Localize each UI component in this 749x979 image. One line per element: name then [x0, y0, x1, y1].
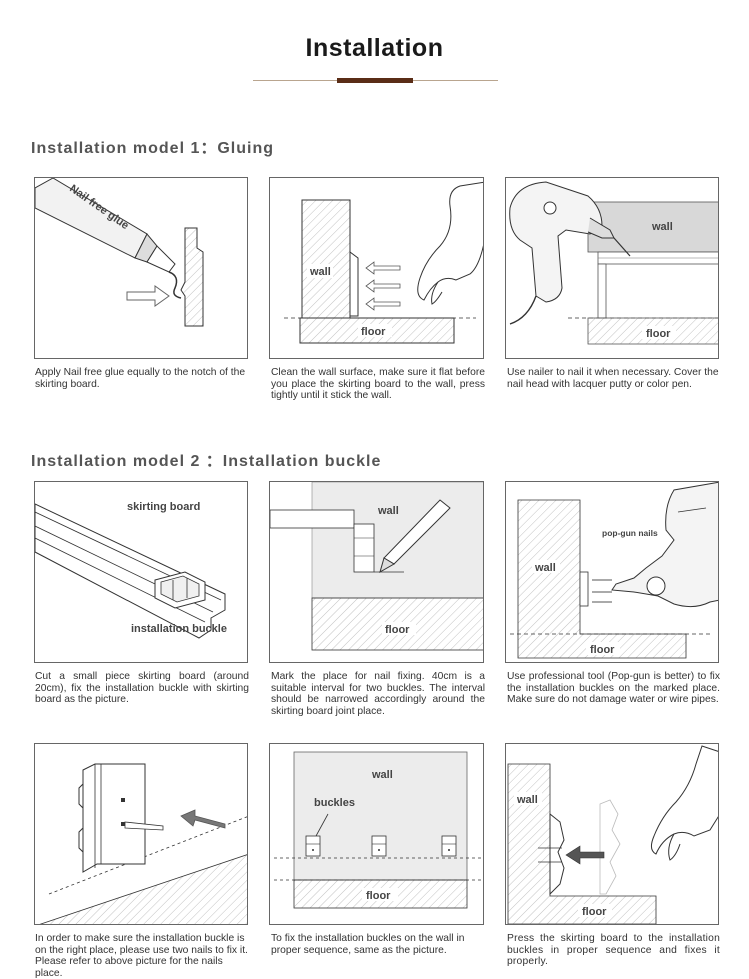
model2-step1-illustration: skirting board installation buckle	[35, 501, 227, 639]
model1-step2-panel: wall floor	[269, 177, 484, 359]
model2-step2-panel: wall floor	[269, 481, 484, 663]
model1-heading: Installation model 1：Gluing	[31, 140, 275, 157]
model1-step2-illustration: wall floor	[284, 181, 483, 344]
model2-step6-illustration: wall floor	[507, 745, 718, 924]
pencil-icon	[379, 499, 451, 574]
model2-step1-caption: Cut a small piece skirting board (around…	[35, 671, 249, 705]
title-accent-bar	[337, 78, 413, 83]
model1-step3-illustration: wall floor	[509, 181, 718, 345]
wall-label: wall	[377, 505, 399, 517]
model2-step2-illustration: wall floor	[270, 482, 483, 651]
model2-step5-panel: wall buckles floor	[269, 743, 484, 925]
model1-step2-caption: Clean the wall surface, make sure it fla…	[271, 367, 485, 401]
arrow-icon	[592, 579, 612, 603]
model1-step1-caption: Apply Nail free glue equally to the notc…	[35, 367, 246, 390]
model2-step3-caption: Use professional tool (Pop-gun is better…	[507, 671, 720, 705]
arrow-icon	[365, 261, 401, 311]
skirting-board-label: skirting board	[127, 501, 200, 513]
buckle-icon	[305, 835, 457, 857]
model1-step1-illustration: Nail free glue	[35, 178, 204, 327]
model1-step3-panel: wall floor	[505, 177, 719, 359]
floor-label: floor	[590, 644, 615, 656]
wall-label: wall	[371, 769, 393, 781]
model2-step4-caption: In order to make sure the installation b…	[35, 933, 248, 979]
glue-tube-icon	[35, 178, 182, 299]
wall-label: wall	[651, 221, 673, 233]
pop-gun-nails-label: pop-gun nails	[602, 528, 658, 538]
wall-label: wall	[534, 562, 556, 574]
model1-step3-caption: Use nailer to nail it when necessary. Co…	[507, 367, 719, 390]
nail-icon	[124, 821, 164, 831]
arrow-icon	[565, 845, 605, 865]
model2-step6-panel: wall floor	[505, 743, 719, 925]
floor-label: floor	[366, 890, 391, 902]
buckle-icon	[78, 763, 146, 873]
arrow-icon	[126, 285, 170, 307]
model2-step3-illustration: wall floor pop-gun nails	[510, 482, 718, 659]
model2-step5-caption: To fix the installation buckles on the w…	[271, 933, 465, 956]
skirting-board-icon	[35, 503, 226, 639]
model2-step4-illustration	[39, 763, 247, 924]
model2-step3-panel: wall floor pop-gun nails	[505, 481, 719, 663]
model2-step5-illustration: wall buckles floor	[274, 751, 481, 909]
nail-gun-icon	[509, 181, 631, 325]
model2-step4-panel	[34, 743, 248, 925]
page-title: Installation	[305, 34, 444, 62]
hand-icon	[417, 181, 483, 305]
buckles-label: buckles	[314, 797, 355, 809]
floor-label: floor	[646, 328, 671, 340]
model2-heading: Installation model 2 ：Installation buckl…	[31, 453, 382, 470]
model2-step2-caption: Mark the place for nail fixing. 40cm is …	[271, 671, 485, 717]
wall-label: wall	[309, 266, 331, 278]
pop-gun-icon	[611, 482, 718, 608]
floor-label: floor	[361, 326, 386, 338]
hand-icon	[650, 745, 718, 861]
arrow-icon	[180, 809, 226, 829]
model2-step6-caption: Press the skirting board to the installa…	[507, 933, 720, 967]
installation-buckle-label: installation buckle	[131, 623, 227, 635]
floor-label: floor	[582, 906, 607, 918]
model1-step1-panel: Nail free glue	[34, 177, 248, 359]
floor-label: floor	[385, 624, 410, 636]
wall-label: wall	[516, 794, 538, 806]
model2-step1-panel: skirting board installation buckle	[34, 481, 248, 663]
